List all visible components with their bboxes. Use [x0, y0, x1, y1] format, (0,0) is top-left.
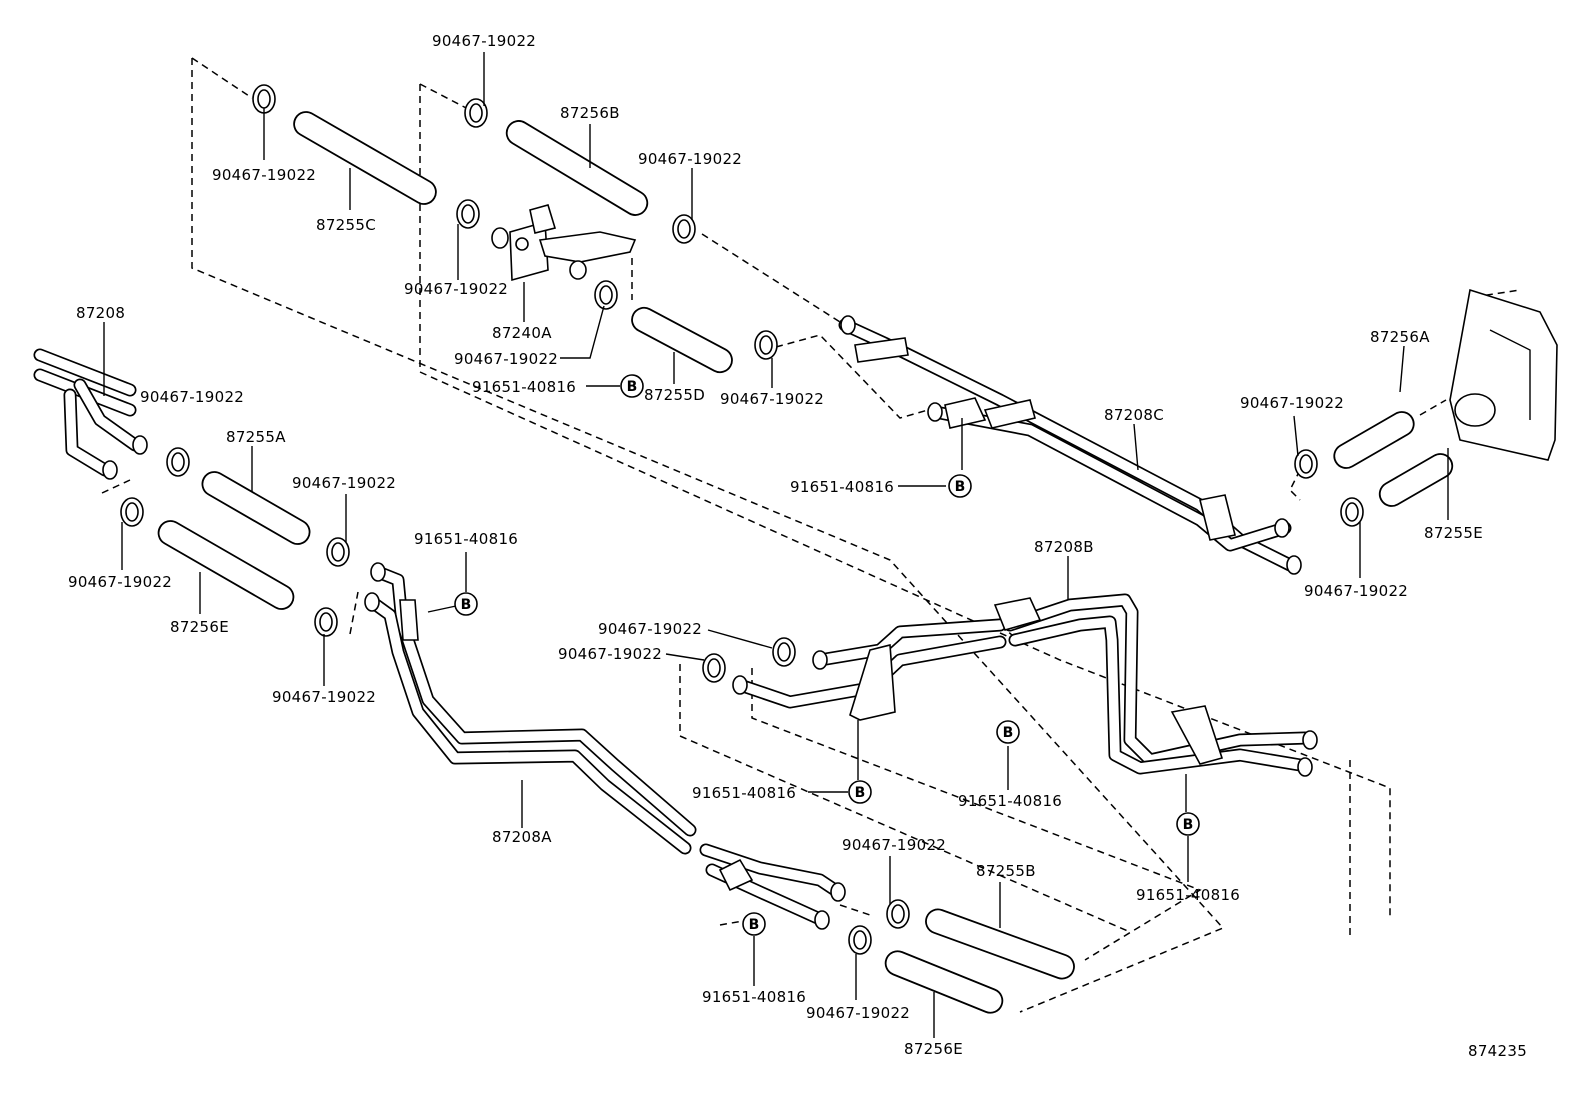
hose-87256E-bottom: [884, 950, 1004, 1014]
label-87255D: 87255D: [644, 386, 705, 404]
label-87208A: 87208A: [492, 828, 552, 846]
hose-87255A: [201, 471, 311, 545]
clamp-icon: [456, 199, 480, 229]
label-clamp: 90467-19022: [1304, 582, 1408, 600]
svg-text:B: B: [461, 597, 472, 613]
label-87255C: 87255C: [316, 216, 376, 234]
hose-87256E-left: [157, 520, 295, 610]
clamp-icon: [848, 925, 872, 955]
bolt-markers: B B B B B B B: [454, 374, 1200, 936]
clamp-icon: [754, 330, 778, 360]
label-87208C: 87208C: [1104, 406, 1164, 424]
bolt-b-icon: B: [848, 780, 872, 804]
water-valve-87240A: [491, 204, 637, 282]
label-87256A: 87256A: [1370, 328, 1430, 346]
label-87256E: 87256E: [170, 618, 229, 636]
clamp-icon: [1340, 497, 1364, 527]
clamp-icon: [886, 899, 910, 929]
hose-87256B: [505, 120, 649, 216]
label-clamp: 90467-19022: [1240, 394, 1344, 412]
clamp-icon: [326, 537, 350, 567]
hose-87256A: [1333, 411, 1415, 469]
clamp-icon: [120, 497, 144, 527]
label-clamp: 90467-19022: [638, 150, 742, 168]
label-clamp: 90467-19022: [140, 388, 244, 406]
hoses: [157, 111, 1454, 1014]
label-87208: 87208: [76, 304, 125, 322]
bolt-b-icon: B: [1176, 812, 1200, 836]
label-bolt: 91651-40816: [790, 478, 894, 496]
clamp-icon: [464, 98, 488, 128]
pipe-87208A: [365, 565, 845, 927]
clamp-icon: [314, 607, 338, 637]
label-87256E: 87256E: [904, 1040, 963, 1058]
bolt-b-icon: B: [948, 474, 972, 498]
label-bolt: 91651-40816: [1136, 886, 1240, 904]
clamp-icon: [166, 447, 190, 477]
label-87255A: 87255A: [226, 428, 286, 446]
pipe-87208-left: [33, 348, 142, 477]
label-87255E: 87255E: [1424, 524, 1483, 542]
leader-lines: [103, 52, 1449, 1038]
label-clamp: 90467-19022: [212, 166, 316, 184]
label-87255B: 87255B: [976, 862, 1036, 880]
pipe-87208B: [733, 593, 1312, 775]
hose-clamps: [120, 84, 1364, 955]
svg-text:B: B: [627, 379, 638, 395]
clamp-icon: [772, 637, 796, 667]
label-clamp: 90467-19022: [454, 350, 558, 368]
label-clamp: 90467-19022: [558, 645, 662, 663]
label-bolt: 91651-40816: [702, 988, 806, 1006]
label-clamp: 90467-19022: [806, 1004, 910, 1022]
hose-87255E: [1378, 453, 1454, 507]
label-87256B: 87256B: [560, 104, 620, 122]
label-bolt: 91651-40816: [958, 792, 1062, 810]
bolt-b-icon: B: [620, 374, 644, 398]
label-87240A: 87240A: [492, 324, 552, 342]
clamp-icon: [1294, 449, 1318, 479]
label-clamp: 90467-19022: [598, 620, 702, 638]
brackets: [399, 337, 1236, 892]
svg-text:B: B: [855, 785, 866, 801]
clamp-icon: [594, 280, 618, 310]
bolt-b-icon: B: [996, 720, 1020, 744]
label-clamp: 90467-19022: [292, 474, 396, 492]
label-clamp: 90467-19022: [432, 32, 536, 50]
pipe-ends: [102, 315, 1318, 930]
label-clamp: 90467-19022: [68, 573, 172, 591]
label-bolt: 91651-40816: [414, 530, 518, 548]
label-clamp: 90467-19022: [404, 280, 508, 298]
clamp-icon: [252, 84, 276, 114]
assembly-dashed-lines: [101, 57, 1521, 1013]
label-bolt: 91651-40816: [472, 378, 576, 396]
bolt-b-icon: B: [454, 592, 478, 616]
label-clamp: 90467-19022: [842, 836, 946, 854]
label-87208B: 87208B: [1034, 538, 1094, 556]
label-clamp: 90467-19022: [720, 390, 824, 408]
bolt-b-icon: B: [742, 912, 766, 936]
svg-text:B: B: [1003, 725, 1014, 741]
svg-text:B: B: [955, 479, 966, 495]
label-clamp: 90467-19022: [272, 688, 376, 706]
figure-number: 874235: [1468, 1042, 1527, 1060]
hose-87255D: [631, 306, 733, 374]
hose-87255C: [293, 111, 437, 205]
svg-text:B: B: [749, 917, 760, 933]
part-labels: 90467-19022 90467-19022 87255C 87256B 90…: [68, 32, 1527, 1060]
clamp-icon: [672, 214, 696, 244]
hose-87255B: [925, 908, 1075, 980]
label-bolt: 91651-40816: [692, 784, 796, 802]
svg-text:B: B: [1183, 817, 1194, 833]
heater-unit-bracket: [1449, 288, 1558, 461]
clamp-icon: [702, 653, 726, 683]
